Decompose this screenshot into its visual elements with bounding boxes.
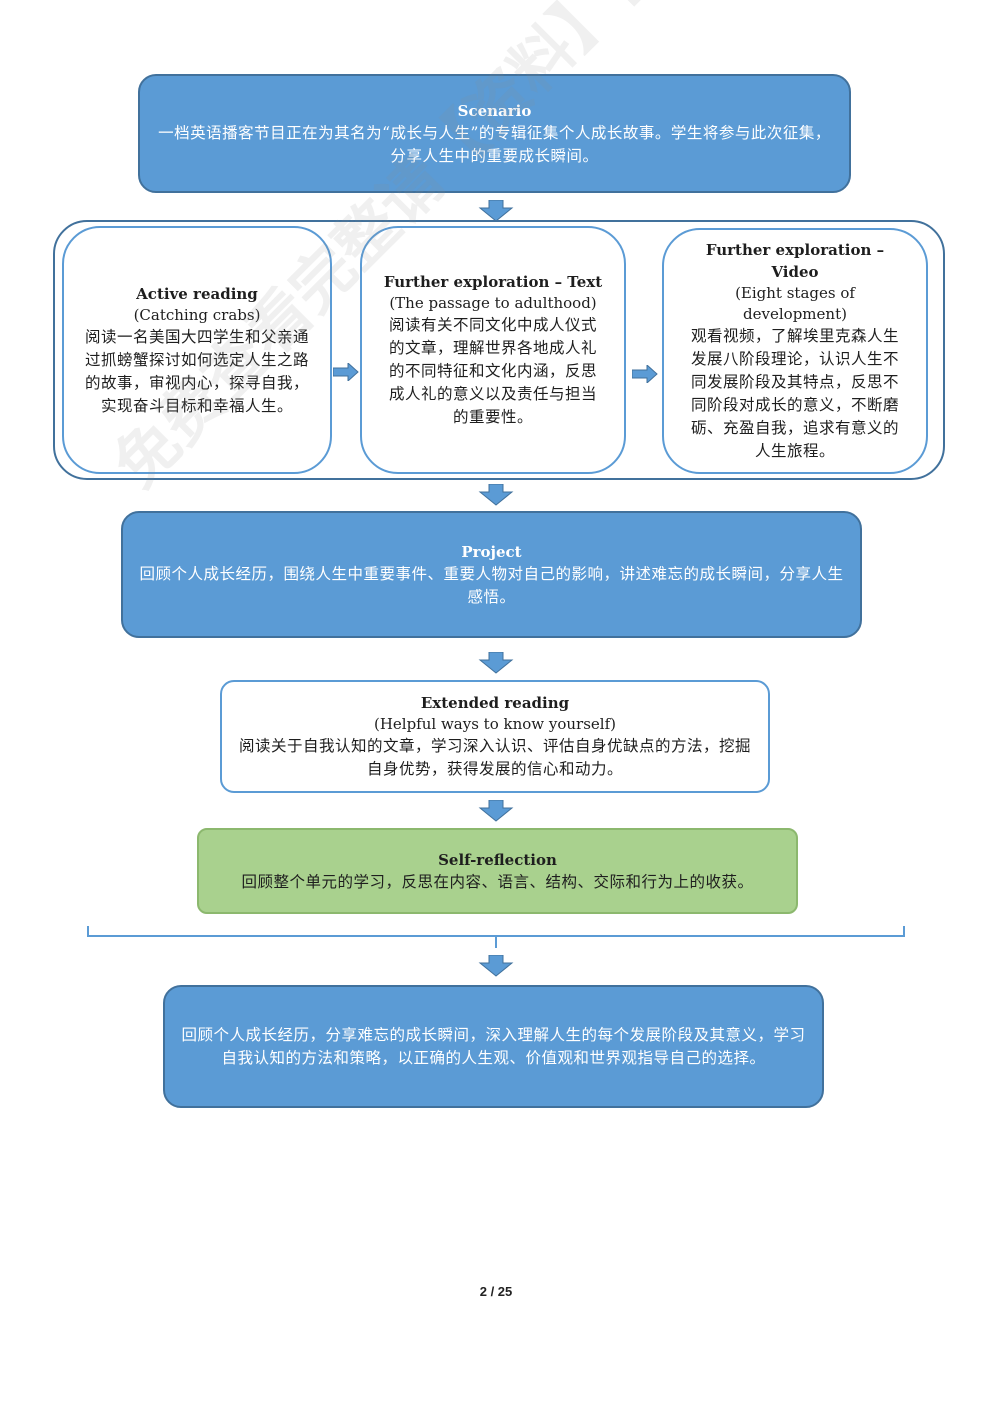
right-arrow-icon	[333, 363, 359, 381]
active-reading-box: Active reading (Catching crabs) 阅读一名美国大四…	[62, 226, 332, 474]
down-arrow-icon	[478, 200, 514, 222]
right-arrow-icon	[632, 365, 658, 383]
down-arrow-icon	[478, 955, 514, 977]
down-arrow-icon	[478, 800, 514, 822]
project-box: Project 回顾个人成长经历，围绕人生中重要事件、重要人物对自己的影响，讲述…	[121, 511, 862, 638]
further-exploration-video-subtitle: (Eight stages of development)	[735, 284, 855, 323]
further-exploration-video-title: Further exploration – Video	[705, 241, 885, 281]
self-reflection-title: Self-reflection	[438, 850, 557, 869]
down-arrow-icon	[478, 652, 514, 674]
active-reading-text: 阅读一名美国大四学生和父亲通过抓螃蟹探讨如何选定人生之路的故事，审视内心，探寻自…	[85, 327, 310, 415]
extended-reading-text: 阅读关于自我认知的文章，学习深入认识、评估自身优缺点的方法，挖掘自身优势，获得发…	[238, 737, 751, 778]
further-exploration-text-title: Further exploration – Text	[383, 273, 603, 291]
further-exploration-video-text: 观看视频，了解埃里克森人生发展八阶段理论，认识人生不同发展阶段及其特点，反思不同…	[690, 327, 899, 460]
summary-box: 回顾个人成长经历，分享难忘的成长瞬间，深入理解人生的每个发展阶段及其意义，学习自…	[163, 985, 824, 1108]
further-exploration-text-box: Further exploration – Text (The passage …	[360, 226, 626, 474]
page-number: 2 / 25	[479, 1284, 513, 1299]
further-exploration-video-box: Further exploration – Video (Eight stage…	[662, 228, 928, 474]
scenario-title: Scenario	[457, 101, 532, 120]
scenario-text: 一档英语播客节目正在为其名为“成长与人生”的专辑征集个人成长故事。学生将参与此次…	[158, 123, 831, 165]
project-text: 回顾个人成长经历，围绕人生中重要事件、重要人物对自己的影响，讲述难忘的成长瞬间，…	[139, 564, 844, 606]
active-reading-title: Active reading	[136, 284, 258, 303]
further-exploration-text-subtitle: (The passage to adulthood)	[389, 294, 597, 312]
self-reflection-box: Self-reflection 回顾整个单元的学习，反思在内容、语言、结构、交际…	[197, 828, 798, 914]
active-reading-subtitle: (Catching crabs)	[133, 305, 261, 324]
bracket-line	[87, 926, 905, 948]
project-title: Project	[461, 542, 522, 561]
extended-reading-title: Extended reading	[420, 694, 570, 712]
extended-reading-box: Extended reading (Helpful ways to know y…	[220, 680, 770, 793]
self-reflection-text: 回顾整个单元的学习，反思在内容、语言、结构、交际和行为上的收获。	[241, 872, 754, 891]
summary-text: 回顾个人成长经历，分享难忘的成长瞬间，深入理解人生的每个发展阶段及其意义，学习自…	[181, 1025, 806, 1067]
scenario-box: Scenario 一档英语播客节目正在为其名为“成长与人生”的专辑征集个人成长故…	[138, 74, 851, 193]
further-exploration-text-body: 阅读有关不同文化中成人仪式的文章，理解世界各地成人礼的不同特征和文化内涵，反思成…	[388, 316, 597, 426]
extended-reading-subtitle: (Helpful ways to know yourself)	[373, 715, 617, 733]
down-arrow-icon	[478, 484, 514, 506]
